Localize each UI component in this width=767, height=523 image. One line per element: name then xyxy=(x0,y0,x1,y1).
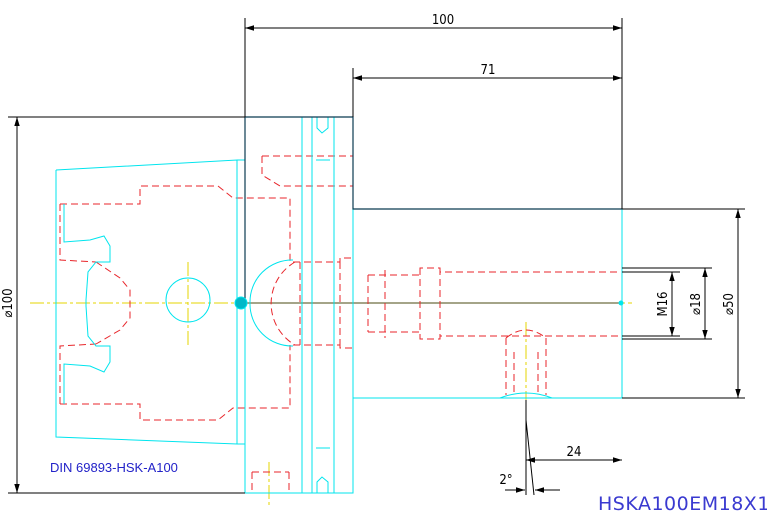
dimension-angle: 2° xyxy=(499,473,512,488)
shank-edge xyxy=(244,116,622,303)
gauge-point-marker xyxy=(234,296,248,310)
dimension-shank-diameter: ⌀50 xyxy=(722,293,737,315)
dimension-thread: M16 xyxy=(656,292,671,317)
dimension-bore-diameter: ⌀18 xyxy=(689,293,704,315)
standard-label: DIN 69893-HSK-A100 xyxy=(50,460,178,475)
part-outline xyxy=(55,116,623,494)
hidden-lines xyxy=(59,155,620,492)
dimension-lines xyxy=(8,18,745,496)
dimension-flange-diameter: ⌀100 xyxy=(1,288,16,317)
dimension-screw-offset: 24 xyxy=(567,445,582,460)
dimension-overall-length: 100 xyxy=(432,13,454,28)
part-number-label: HSKA100EM18X100E xyxy=(598,493,767,515)
end-point-marker xyxy=(618,300,624,306)
dimension-shank-length: 71 xyxy=(481,63,496,78)
